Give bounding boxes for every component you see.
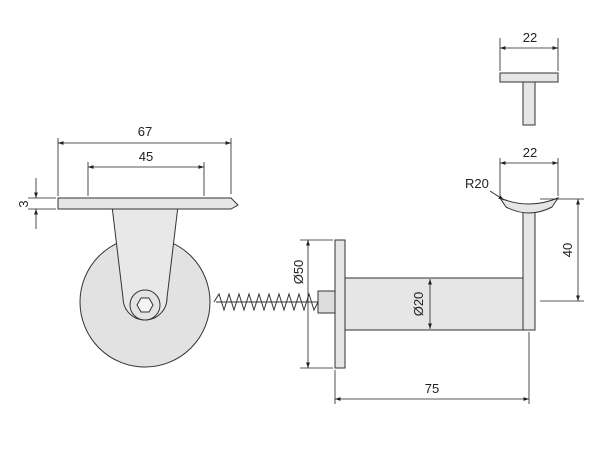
dimension-projection: 75	[334, 332, 530, 404]
label-22-saddle: 22	[523, 145, 537, 160]
mounting-plate	[57, 197, 239, 210]
screw-collar	[317, 290, 336, 314]
support-tube	[344, 277, 524, 331]
handrail-saddle	[498, 196, 560, 214]
label-67: 67	[138, 124, 152, 139]
label-r20: R20	[465, 176, 489, 191]
label-75: 75	[425, 381, 439, 396]
dimension-flange-diameter: Ø50	[291, 239, 333, 369]
label-22-top: 22	[523, 30, 537, 45]
top-view-plate	[499, 72, 559, 83]
label-45: 45	[139, 149, 153, 164]
top-view-stem	[522, 81, 536, 126]
dimension-plate-length: 67	[57, 124, 232, 196]
dimension-tube-diameter: Ø20	[411, 279, 432, 329]
dimension-plate-thickness: 3	[16, 178, 56, 229]
dimension-arm-height: 40	[540, 198, 584, 302]
wall-flange-and-tube	[334, 196, 560, 369]
wood-screw	[213, 290, 336, 314]
label-40: 40	[560, 243, 575, 257]
top-view-profile	[499, 72, 559, 126]
dimension-saddle-width: 22	[499, 145, 559, 196]
label-d50: Ø50	[291, 260, 306, 285]
support-arm	[522, 206, 536, 331]
label-3: 3	[16, 200, 31, 207]
axle-hex-socket	[136, 297, 154, 313]
wall-flange	[334, 239, 346, 369]
saddle-radius-callout: R20	[465, 176, 505, 201]
wheel-bracket-view	[57, 197, 239, 368]
label-d20: Ø20	[411, 292, 426, 317]
dimension-hole-spacing: 45	[87, 149, 205, 196]
dimension-top-view-width: 22	[499, 30, 559, 71]
